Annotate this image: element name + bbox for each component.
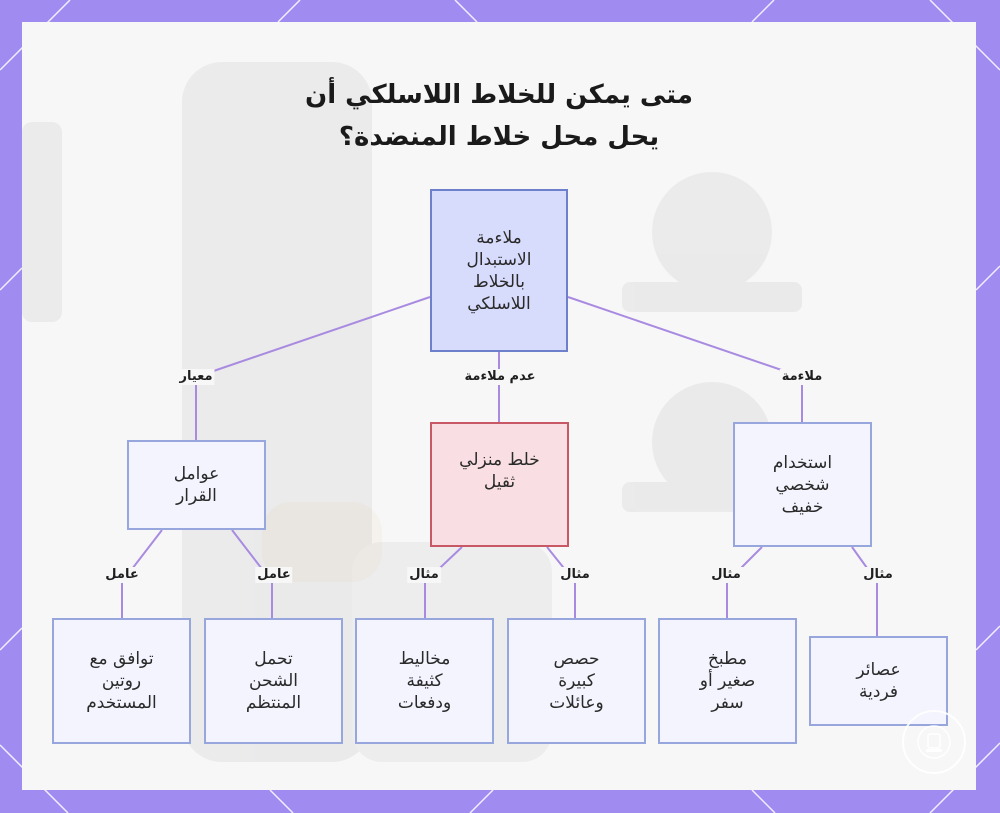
node-heavy-home-blending: خلط منزلي ثقيل (430, 422, 569, 547)
node-large-portions: حصص كبيرة وعائلات (507, 618, 646, 744)
title-line-1: متى يمكن للخلاط اللاسلكي أن (305, 80, 693, 110)
watermark-badge-icon (902, 710, 966, 774)
diagram-title: متى يمكن للخلاط اللاسلكي أن يحل محل خلاط… (272, 74, 726, 158)
node-decision-factors: عوامل القرار (127, 440, 266, 530)
edge-label-example-1: مثال (407, 567, 441, 583)
edge-root-light (567, 296, 803, 378)
edge-label-unsuitable: عدم ملاءمة (462, 369, 538, 385)
edge-label-example-3: مثال (709, 567, 743, 583)
node-root: ملاءمة الاستبدال بالخلاط اللاسلكي (430, 189, 568, 352)
diagram-panel: متى يمكن للخلاط اللاسلكي أن يحل محل خلاط… (22, 22, 976, 790)
background-illustration (22, 62, 802, 762)
edge-label-criterion: معيار (177, 369, 215, 385)
node-user-routine: توافق مع روتين المستخدم (52, 618, 191, 744)
edge-root-decision (195, 296, 431, 378)
edge-light-juices (851, 546, 878, 636)
edge-label-example-4: مثال (861, 567, 895, 583)
title-line-2: يحل محل خلاط المنضدة؟ (338, 122, 660, 152)
node-single-juices: عصائر فردية (809, 636, 948, 726)
node-light-personal-use: استخدام شخصي خفيف (733, 422, 872, 547)
edge-label-factor-2: عامل (255, 567, 293, 583)
node-charging-tolerance: تحمل الشحن المنتظم (204, 618, 343, 744)
blender-glyph-icon (917, 725, 951, 759)
edge-label-example-2: مثال (558, 567, 592, 583)
edge-label-factor-1: عامل (103, 567, 141, 583)
node-small-kitchen-travel: مطبخ صغير أو سفر (658, 618, 797, 744)
edge-label-suitable: ملاءمة (779, 369, 825, 385)
node-thick-mixes: مخاليط كثيفة ودفعات (355, 618, 494, 744)
